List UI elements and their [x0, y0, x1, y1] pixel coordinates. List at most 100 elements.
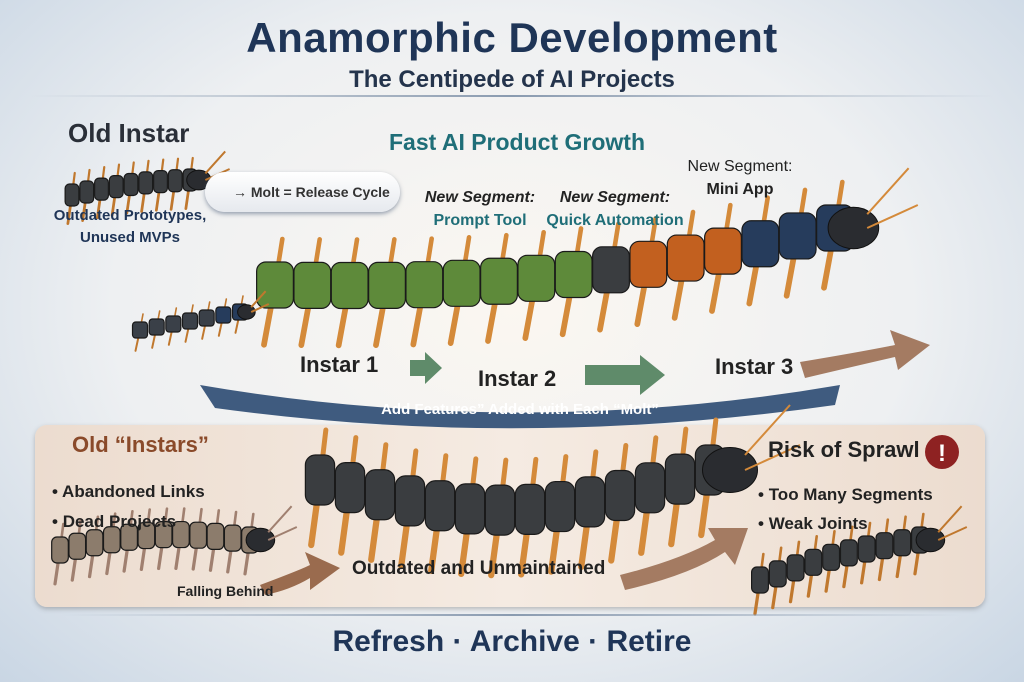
body-segment	[666, 234, 705, 282]
divider	[60, 614, 964, 616]
divider	[30, 95, 994, 97]
body-segment	[120, 523, 139, 551]
body-segment	[198, 309, 215, 327]
body-segment	[786, 554, 805, 582]
body-segment	[223, 524, 242, 552]
faded-centipede	[51, 505, 298, 586]
growth-arrow-2	[585, 355, 665, 395]
body-segment	[215, 306, 232, 324]
body-segment	[171, 520, 190, 549]
old-instar-centipede	[64, 150, 231, 225]
growth-heading: Fast AI Product Growth	[389, 129, 645, 155]
head	[245, 527, 276, 553]
unmaintained-centipede	[304, 404, 801, 579]
list-item: • Too Many Segments	[758, 485, 933, 504]
body-segment	[256, 261, 294, 309]
antenna	[937, 505, 963, 533]
body-segment	[893, 529, 912, 557]
body-segment	[634, 462, 666, 514]
body-segment	[68, 532, 87, 560]
body-segment	[768, 560, 787, 588]
falling-behind-label: Falling Behind	[177, 583, 274, 599]
head	[915, 527, 946, 553]
list-item-text: Dead Projects	[62, 512, 177, 531]
body-segment	[167, 169, 183, 193]
head	[702, 447, 758, 493]
list-item: • Abandoned Links	[52, 482, 205, 501]
body-segment	[875, 532, 894, 560]
body-segment	[804, 548, 823, 576]
footer-actions: Refresh · Archive · Retire	[332, 625, 692, 658]
molt-release-pill: → Molt = Release Cycle	[205, 172, 400, 212]
body-segment	[604, 469, 636, 522]
segment-label: New Segment:	[424, 189, 536, 206]
list-item: • Weak Joints	[758, 514, 868, 533]
outdated-label: Outdated and Unmaintained	[352, 558, 606, 579]
head	[827, 206, 880, 250]
body-segment	[153, 170, 168, 194]
body-segment	[330, 261, 369, 310]
body-segment	[480, 257, 518, 305]
body-segment	[181, 312, 199, 330]
body-segment	[517, 254, 556, 302]
body-segment	[857, 535, 876, 563]
body-segment	[405, 261, 444, 309]
antenna	[866, 204, 919, 229]
body-segment	[442, 259, 481, 307]
body-segment	[138, 171, 154, 195]
antenna	[267, 526, 298, 541]
segment-name: Mini App	[706, 181, 774, 198]
antenna	[937, 526, 968, 541]
body-segment	[131, 321, 149, 339]
falling-arrow	[260, 552, 340, 595]
body-segment	[424, 480, 456, 532]
body-segment	[574, 476, 606, 528]
antenna	[267, 505, 293, 533]
body-segment	[79, 180, 95, 204]
list-item: • Dead Projects	[52, 512, 177, 531]
body-segment	[64, 183, 80, 207]
body-segment	[154, 521, 173, 549]
body-segment	[664, 453, 696, 505]
alert-circle	[925, 435, 959, 469]
segment-mini-app: New Segment: Mini App	[665, 155, 815, 201]
body-segment	[94, 177, 109, 201]
segment-quick-automation: New Segment:Quick Automation	[535, 186, 695, 232]
body-segment	[741, 220, 780, 268]
body-segment	[165, 315, 182, 333]
list-item-text: Abandoned Links	[62, 482, 205, 501]
body-segment	[454, 483, 486, 535]
body-segment	[102, 526, 121, 554]
body-segment	[394, 475, 426, 527]
body-segment	[108, 175, 124, 199]
segment-label: New Segment:	[559, 189, 671, 206]
old-instar-heading: Old Instar	[68, 118, 190, 148]
body-segment	[704, 227, 742, 275]
head	[237, 304, 256, 320]
segment-name: Prompt Tool	[433, 212, 527, 229]
small-blue-centipede	[131, 290, 270, 352]
segment-label: New Segment:	[687, 158, 793, 175]
body-segment	[137, 521, 156, 550]
body-segment	[822, 543, 841, 571]
stage-instar-2: Instar 2	[478, 366, 557, 391]
segment-prompt-tool: New Segment: Prompt Tool	[400, 186, 560, 232]
ribbon-text: Add Features” Added with Each “Molt”	[381, 401, 659, 418]
sprawl-centipede	[750, 505, 968, 616]
list-item-text: Weak Joints	[768, 514, 868, 533]
growth-arrow-1	[410, 352, 442, 384]
body-segment	[364, 469, 396, 521]
antenna	[744, 404, 791, 456]
old-instar-caption: Outdated Prototypes, Unused MVPs	[20, 205, 240, 249]
list-item-text: Too Many Segments	[768, 485, 933, 504]
body-segment	[85, 529, 104, 557]
body-segment	[629, 240, 668, 288]
body-segment	[839, 539, 858, 567]
subtitle: The Centipede of AI Projects	[349, 66, 675, 93]
body-segment	[334, 462, 366, 514]
growing-centipede	[256, 167, 919, 349]
body-segment	[750, 566, 769, 594]
body-segment	[592, 246, 630, 294]
body-segment	[484, 484, 516, 536]
